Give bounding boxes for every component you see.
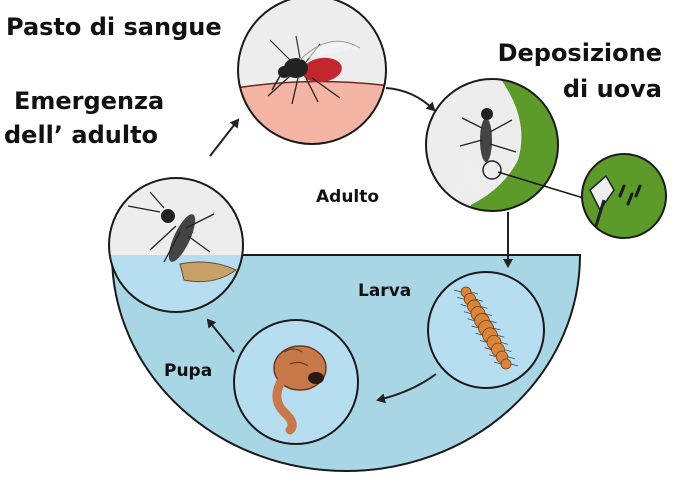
arrow-larva-to-pupa bbox=[376, 373, 437, 404]
mosquito-feeding-icon bbox=[237, 0, 387, 145]
label-pupa: Pupa bbox=[164, 361, 213, 381]
label-emergence-line1: Emergenza bbox=[14, 87, 165, 115]
pupa-icon bbox=[233, 319, 359, 445]
label-larva: Larva bbox=[358, 281, 412, 301]
mosquito-laying-icon bbox=[425, 78, 591, 212]
arrow-emergence-to-feeding bbox=[209, 118, 240, 157]
label-egg-laying-line2: di uova bbox=[562, 75, 662, 103]
arrow-pupa-to-emergence bbox=[206, 318, 235, 353]
larva-icon bbox=[427, 271, 545, 389]
label-egg-laying-line1: Deposizione bbox=[497, 39, 662, 67]
egg-closeup-icon bbox=[581, 153, 667, 239]
label-emergence-line2: dell’ adulto bbox=[4, 121, 159, 149]
arrow-feeding-to-laying bbox=[385, 87, 436, 112]
label-adult: Adulto bbox=[316, 187, 380, 207]
label-blood-meal: Pasto di sangue bbox=[6, 13, 222, 41]
